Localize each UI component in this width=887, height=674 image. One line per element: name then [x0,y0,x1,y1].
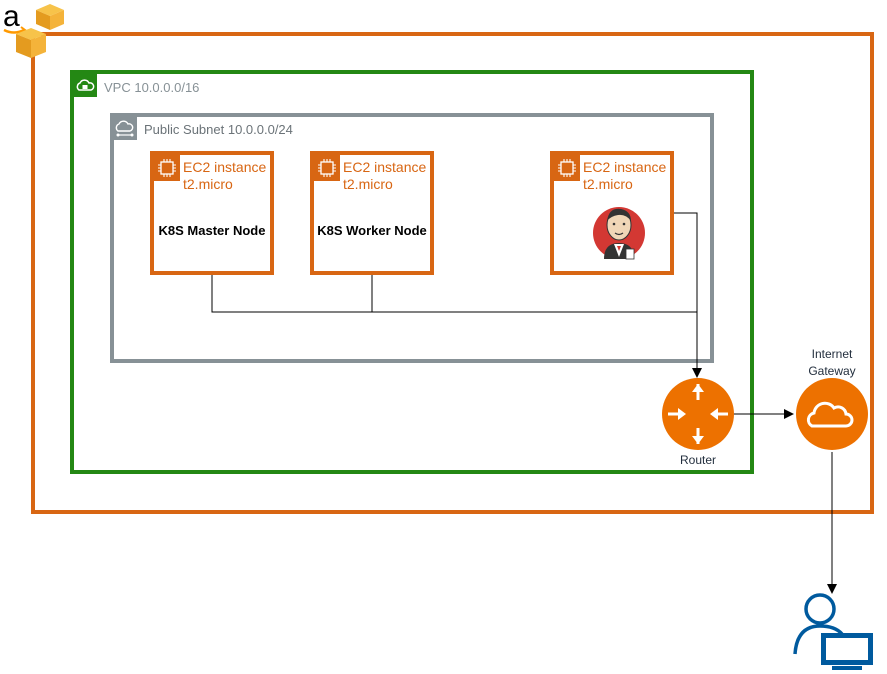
aws-cloud-group [31,32,874,514]
ec2-instance-master[interactable]: EC2 instance t2.micro K8S Master Node [150,151,274,275]
instance-title: EC2 instance [343,159,427,175]
ec2-instance-jenkins[interactable]: EC2 instance t2.micro [550,151,674,275]
ec2-chip-icon [314,155,340,181]
jenkins-to-router-connector [674,212,702,378]
instance-title: EC2 instance [583,159,667,175]
router-label: Router [679,453,717,467]
instance-type: t2.micro [583,176,633,192]
vpc-label: VPC 10.0.0.0/16 [104,80,200,95]
ec2-instance-worker[interactable]: EC2 instance t2.micro K8S Worker Node [310,151,434,275]
ec2-chip-icon [154,155,180,181]
instance-type: t2.micro [343,176,393,192]
ec2-chip-icon [554,155,580,181]
gateway-label-line2: Gateway [808,364,856,378]
subnet-label: Public Subnet 10.0.0.0/24 [144,122,293,137]
instance-role: K8S Worker Node [317,223,427,238]
jenkins-icon [593,207,645,260]
instance-type: t2.micro [183,176,233,192]
instance-role: K8S Master Node [158,223,266,238]
master-connector [211,275,697,313]
instance-title: EC2 instance [183,159,267,175]
public-subnet-group [110,113,714,363]
vpc-group [70,70,754,474]
gateway-label-line1: Internet [811,347,853,361]
